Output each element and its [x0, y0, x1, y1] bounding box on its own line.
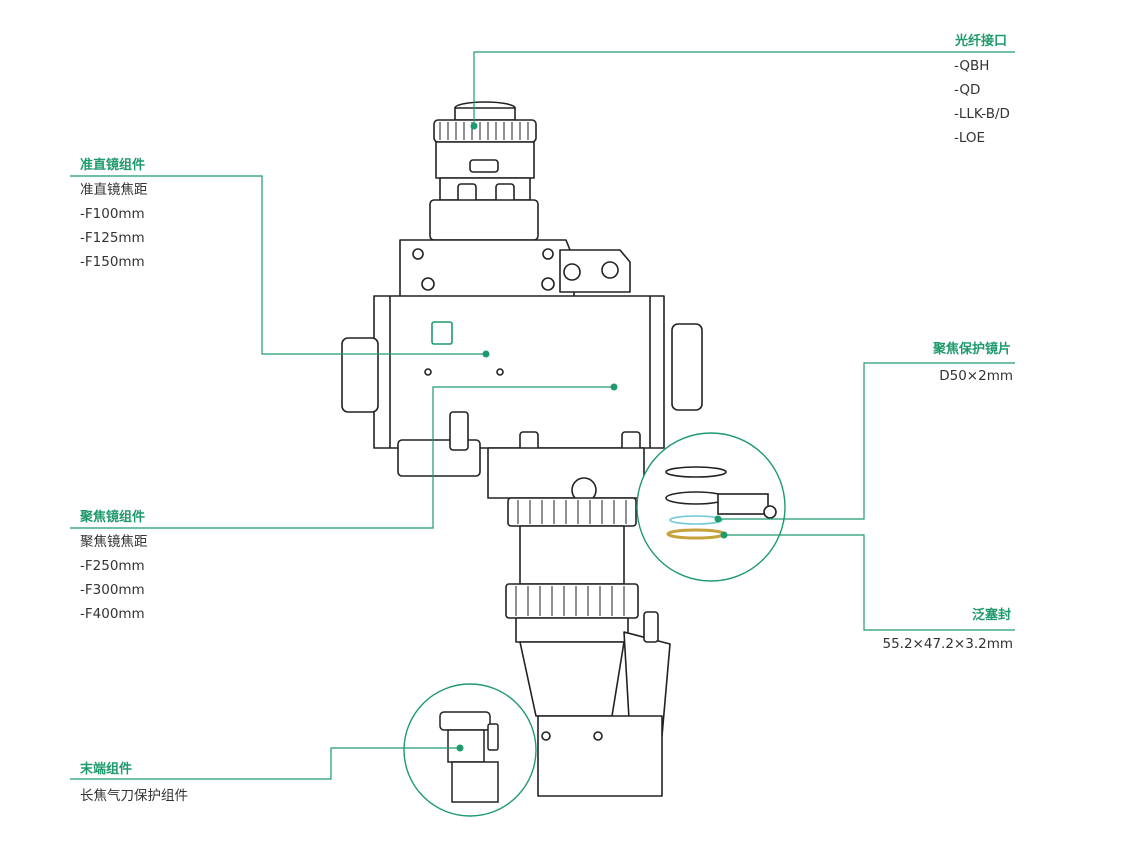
fiber-interface-title: 光纤接口	[954, 34, 1007, 49]
end-assembly-item: 长焦气刀保护组件	[80, 788, 188, 804]
collimator-item: 准直镜焦距	[80, 182, 148, 198]
fiber-interface-item: -QBH	[954, 58, 990, 74]
collimator-item: -F100mm	[80, 206, 145, 222]
focus-lens-item: 聚焦镜焦距	[80, 534, 148, 550]
protective-lens-item: D50×2mm	[939, 368, 1013, 384]
seal-title: 泛塞封	[971, 608, 1011, 623]
seal-item: 55.2×47.2×3.2mm	[882, 636, 1013, 652]
collimator-item: -F150mm	[80, 254, 145, 270]
fiber-interface-item: -LLK-B/D	[954, 106, 1010, 122]
focus-lens-title: 聚焦镜组件	[80, 510, 146, 525]
focus-lens-item: -F250mm	[80, 558, 145, 574]
protective-lens-title: 聚焦保护镜片	[932, 342, 1011, 357]
focus-lens-item: -F400mm	[80, 606, 145, 622]
collimator-title: 准直镜组件	[80, 158, 146, 173]
fiber-interface-item: -QD	[954, 82, 981, 98]
collimator-item: -F125mm	[80, 230, 145, 246]
end-assembly-title: 末端组件	[80, 762, 133, 777]
fiber-interface-item: -LOE	[954, 130, 986, 146]
focus-lens-item: -F300mm	[80, 582, 145, 598]
